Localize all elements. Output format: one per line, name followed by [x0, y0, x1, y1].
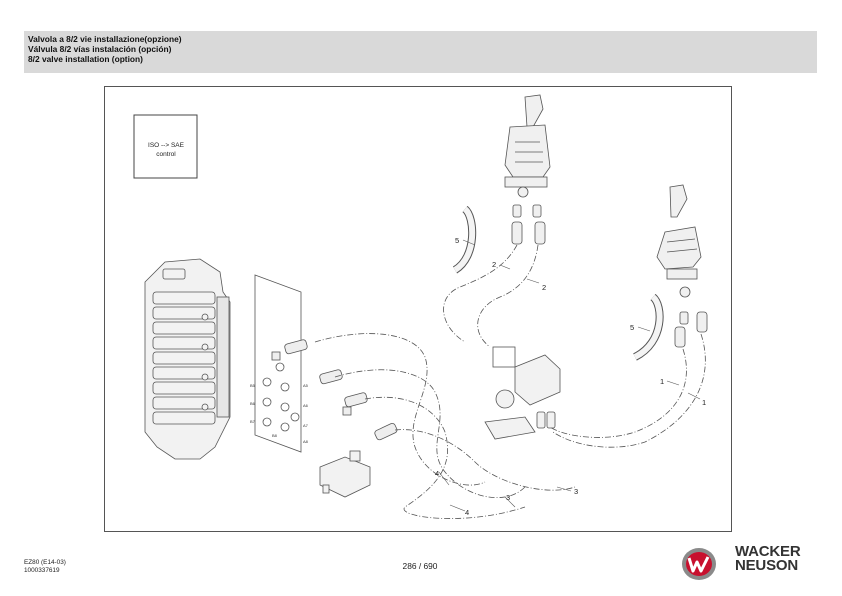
callout-4-upper: 4 — [435, 469, 439, 478]
port-plate — [254, 274, 302, 453]
port-label-b8: B8 — [272, 433, 278, 438]
callout-3-left: 3 — [506, 493, 510, 502]
port-label-a8: A8 — [303, 439, 309, 444]
port-label-a6: A6 — [303, 403, 309, 408]
callout-1-lower: 1 — [702, 398, 706, 407]
callouts: 5 2 2 5 1 1 4 4 3 3 — [435, 236, 706, 517]
title-italian: Valvola a 8/2 vie installazione(opzione) — [28, 34, 182, 44]
header-band: Valvola a 8/2 vie installazione(opzione)… — [24, 31, 817, 73]
iso-box-line1: ISO --> SAE — [148, 142, 185, 149]
port-label-b5: B5 — [250, 383, 256, 388]
hoses — [314, 244, 706, 519]
plate-fittings — [271, 339, 398, 441]
diagram-frame: ISO --> SAE control B5 — [104, 86, 732, 532]
page-number: 286 / 690 — [402, 561, 438, 571]
title-english: 8/2 valve installation (option) — [28, 54, 143, 64]
port-label-a7: A7 — [303, 423, 309, 428]
central-82-valve — [484, 346, 561, 440]
callout-leaders — [438, 239, 701, 512]
small-valve — [319, 450, 371, 498]
valve-installation-diagram: ISO --> SAE control B5 — [133, 94, 708, 519]
callout-5-left: 5 — [455, 236, 459, 245]
iso-box-line2: control — [156, 151, 176, 158]
footer-doc-info: EZ80 (E14-03) 1000337619 — [24, 559, 66, 574]
callout-4-lower: 4 — [465, 508, 469, 517]
brand-line1: WACKER — [735, 543, 801, 560]
footer-doc-number: 1000337619 — [24, 566, 60, 574]
port-label-b7: B7 — [250, 419, 256, 424]
left-joystick — [504, 94, 551, 245]
control-valve-block — [144, 258, 231, 460]
port-label-a5: A5 — [303, 383, 309, 388]
brand-wordmark: WACKER NEUSON — [735, 543, 801, 574]
right-joystick — [656, 184, 708, 348]
brand-line2: NEUSON — [735, 557, 798, 574]
iso-sae-box — [133, 114, 198, 179]
callout-2-upper: 2 — [492, 260, 496, 269]
callout-2-lower: 2 — [542, 283, 546, 292]
wacker-neuson-logo-icon — [682, 548, 716, 580]
callout-3-right: 3 — [574, 487, 578, 496]
callout-1-upper: 1 — [660, 377, 664, 386]
footer-model: EZ80 (E14-03) — [24, 559, 66, 566]
title-spanish: Válvula 8/2 vías instalación (opción) — [28, 44, 172, 54]
callout-5-right: 5 — [630, 323, 634, 332]
port-label-b6: B6 — [250, 401, 256, 406]
